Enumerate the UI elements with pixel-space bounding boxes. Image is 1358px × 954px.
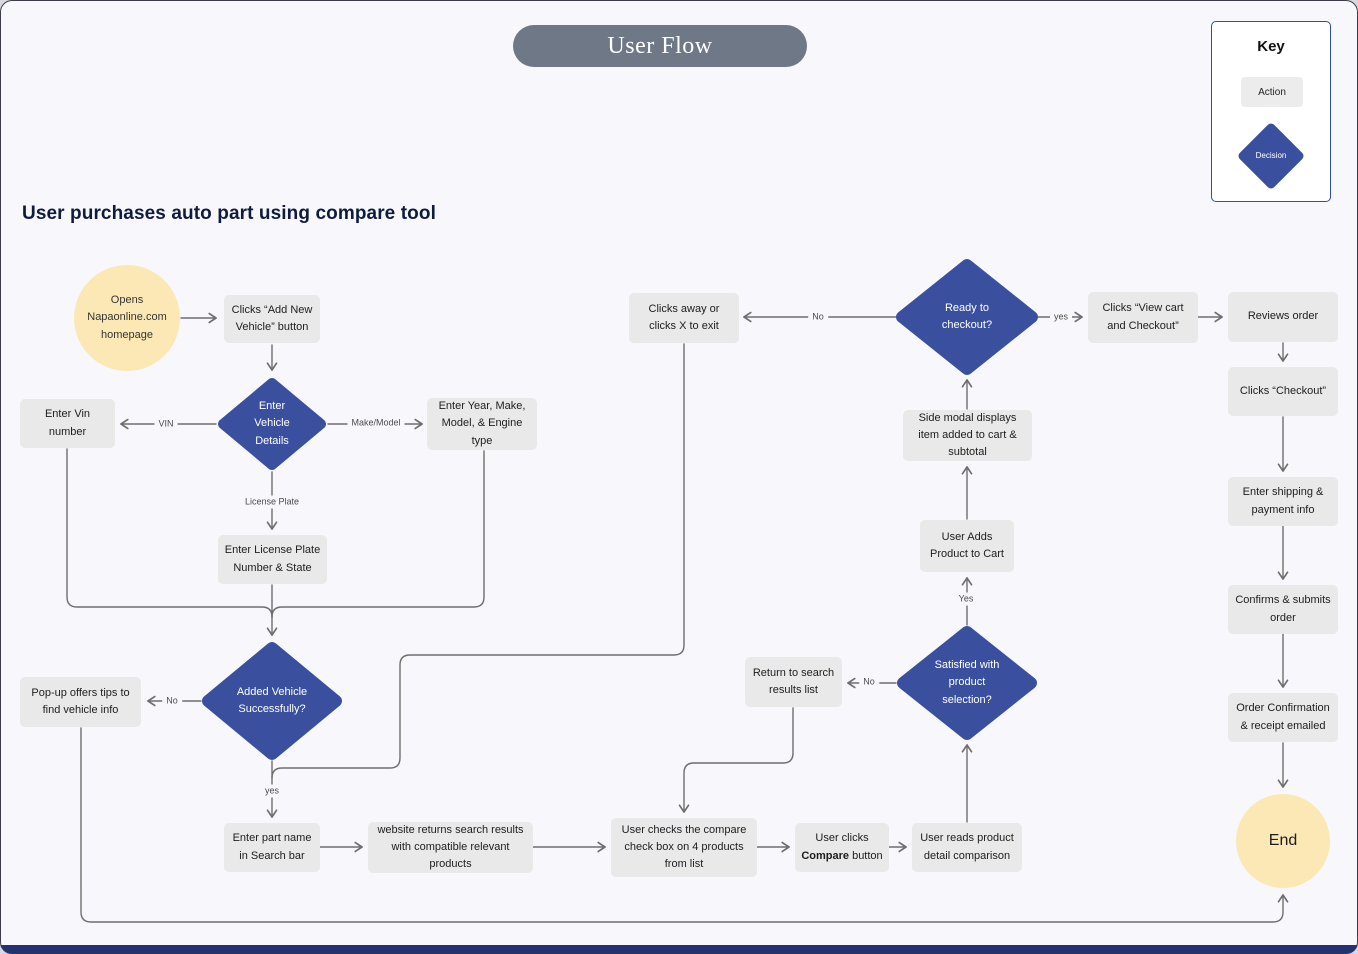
node-label: Enter Vehicle Details	[254, 400, 290, 447]
node-user-adds-to-cart[interactable]: User Adds Product to Cart	[920, 520, 1014, 572]
node-clicks-checkout[interactable]: Clicks “Checkout”	[1228, 367, 1338, 416]
node-label: Added Vehicle Successfully?	[236, 685, 308, 715]
node-label: User Adds Product to Cart	[930, 530, 1004, 560]
edge-label-satisfied-no: No	[859, 675, 879, 689]
decision-ready-checkout[interactable]: Ready to checkout?	[896, 259, 1038, 375]
node-enter-license-plate[interactable]: Enter License Plate Number & State	[218, 535, 327, 584]
node-website-returns-results[interactable]: website returns search results with comp…	[368, 822, 533, 873]
node-clicks-away-exit[interactable]: Clicks away or clicks X to exit	[629, 293, 739, 343]
legend-decision-label: Decision	[1255, 150, 1287, 160]
node-return-to-search[interactable]: Return to search results list	[745, 657, 842, 707]
node-label: Return to search results list	[752, 666, 835, 696]
node-label: Reviews order	[1247, 310, 1319, 323]
node-label: Enter part name in Search bar	[232, 832, 312, 862]
node-label: Satisfied with product selection?	[934, 659, 1000, 706]
window-bottom-edge	[0, 945, 1358, 954]
node-enter-vin[interactable]: Enter Vin number	[20, 399, 115, 448]
edge-label-ready-yes: yes	[1049, 310, 1073, 324]
legend-title: Key	[1257, 38, 1285, 55]
node-order-confirmation[interactable]: Order Confirmation & receipt emailed	[1228, 693, 1338, 742]
node-label: User checks the compare check box on 4 p…	[621, 823, 747, 871]
node-label: Order Confirmation & receipt emailed	[1236, 702, 1330, 732]
legend-key: Key Action Decision	[1211, 21, 1331, 202]
node-view-cart-checkout[interactable]: Clicks “View cart and Checkout”	[1088, 292, 1198, 343]
node-reviews-order[interactable]: Reviews order	[1228, 292, 1338, 342]
node-label: User reads product detail comparison	[920, 832, 1014, 862]
edge-label-satisfied-yes: Yes	[954, 592, 978, 606]
node-label: Side modal displays item added to cart &…	[918, 411, 1017, 459]
node-enter-year-make[interactable]: Enter Year, Make, Model, & Engine type	[427, 398, 537, 450]
node-label: Pop-up offers tips to find vehicle info	[31, 686, 130, 716]
node-label: Clicks “Checkout”	[1239, 384, 1327, 397]
node-start[interactable]: Opens Napaonline.com homepage	[74, 265, 180, 371]
node-label: Clicks “Add New Vehicle” button	[231, 303, 313, 333]
node-end-label: End	[1268, 832, 1298, 850]
edge-label-ready-no: No	[808, 310, 828, 324]
node-end[interactable]: End	[1236, 794, 1330, 888]
edge-label-license-plate: License Plate	[240, 495, 304, 509]
connector	[66, 311, 1289, 923]
decision-satisfied-selection[interactable]: Satisfied with product selection?	[897, 626, 1037, 740]
node-label: Clicks “View cart and Checkout”	[1102, 302, 1184, 332]
node-popup-tips[interactable]: Pop-up offers tips to find vehicle info	[20, 677, 141, 727]
node-side-modal[interactable]: Side modal displays item added to cart &…	[903, 410, 1032, 461]
legend-action-shape[interactable]: Action	[1241, 77, 1303, 107]
edge-label-vin: VIN	[154, 417, 178, 431]
node-label: Confirms & submits order	[1235, 594, 1331, 624]
node-enter-shipping-payment[interactable]: Enter shipping & payment info	[1228, 477, 1338, 526]
decision-enter-vehicle-details[interactable]: Enter Vehicle Details	[218, 378, 326, 470]
node-start-label: Opens Napaonline.com homepage	[87, 293, 167, 341]
node-label: Enter License Plate Number & State	[224, 544, 321, 574]
node-label: Ready to checkout?	[941, 301, 993, 331]
node-clicks-add-new-vehicle[interactable]: Clicks “Add New Vehicle” button	[224, 295, 320, 343]
node-label: Enter shipping & payment info	[1242, 486, 1324, 516]
node-user-reads-comparison[interactable]: User reads product detail comparison	[912, 823, 1022, 872]
edge-label-added-yes: yes	[260, 784, 284, 798]
node-confirms-submits[interactable]: Confirms & submits order	[1228, 585, 1338, 634]
legend-decision-shape[interactable]: Decision	[1238, 123, 1304, 189]
node-label: Clicks away or clicks X to exit	[648, 302, 720, 332]
node-label: User clicks Compare button	[801, 832, 883, 862]
node-label: website returns search results with comp…	[377, 823, 524, 871]
node-user-checks-compare-box[interactable]: User checks the compare check box on 4 p…	[611, 818, 757, 877]
node-enter-part-name[interactable]: Enter part name in Search bar	[224, 823, 320, 872]
decision-added-vehicle[interactable]: Added Vehicle Successfully?	[202, 642, 342, 760]
edge-label-make-model: Make/Model	[347, 416, 405, 430]
node-label: Enter Year, Make, Model, & Engine type	[438, 400, 526, 447]
edge-label-added-no: No	[162, 694, 182, 708]
flow-heading: User purchases auto part using compare t…	[22, 203, 436, 224]
diagram-title[interactable]: User Flow	[513, 25, 807, 67]
node-label: Enter Vin number	[44, 408, 91, 438]
node-user-clicks-compare[interactable]: User clicks Compare button	[795, 823, 889, 872]
